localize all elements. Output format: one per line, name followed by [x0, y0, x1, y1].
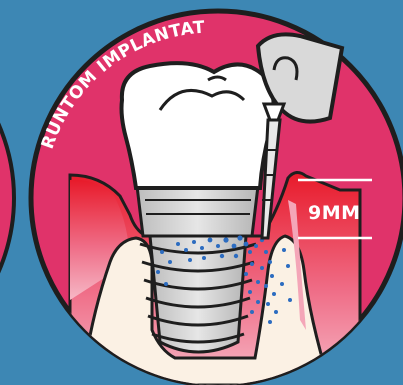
implant-abutment: [137, 186, 258, 236]
tooth-crown: [122, 63, 274, 188]
measurement-label: 9MM: [308, 202, 361, 224]
